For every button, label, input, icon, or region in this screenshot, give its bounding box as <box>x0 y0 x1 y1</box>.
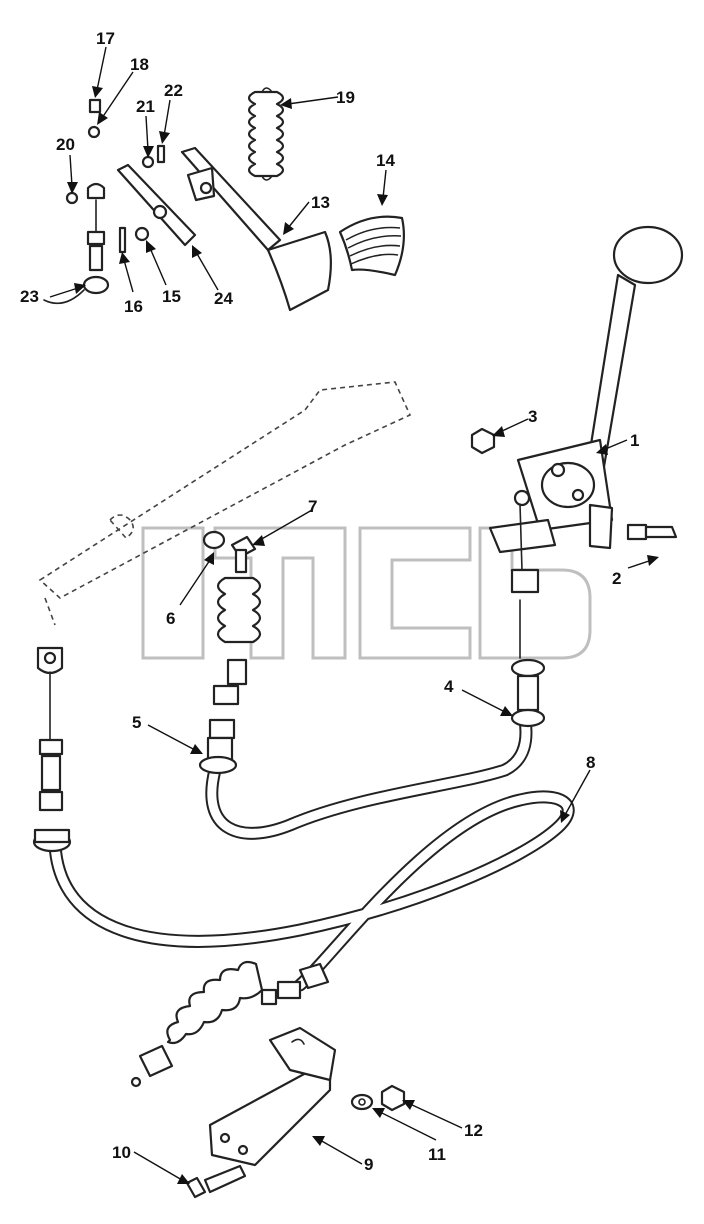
dashed-pedal-outline <box>38 381 412 626</box>
callout-13: 13 <box>311 193 330 212</box>
callout-18: 18 <box>130 55 149 74</box>
callout-10: 10 <box>112 1143 131 1162</box>
callout-17: 17 <box>96 29 115 48</box>
callout-14: 14 <box>376 151 395 170</box>
callout-8: 8 <box>586 753 595 772</box>
callout-1: 1 <box>630 431 639 450</box>
lower-spring-assembly <box>130 960 406 1199</box>
callout-21: 21 <box>136 97 155 116</box>
throttle-lever <box>470 225 684 594</box>
callout-23: 23 <box>20 287 39 306</box>
callout-3: 3 <box>528 407 537 426</box>
callout-leaders <box>49 46 659 1184</box>
cable-8 <box>48 790 575 992</box>
top-left-parts <box>43 98 197 305</box>
callout-12: 12 <box>464 1121 483 1140</box>
callout-22: 22 <box>164 81 183 100</box>
callout-11: 11 <box>428 1145 446 1164</box>
callout-24: 24 <box>214 289 233 308</box>
callout-2: 2 <box>612 569 621 588</box>
callout-9: 9 <box>364 1155 373 1174</box>
cable-upper <box>205 713 533 840</box>
callout-4: 4 <box>444 677 454 696</box>
callout-20: 20 <box>56 135 75 154</box>
callout-labels: 1 2 3 4 5 6 7 8 9 10 11 12 13 14 15 16 1… <box>20 29 639 1174</box>
callout-7: 7 <box>308 497 317 516</box>
callout-6: 6 <box>166 609 175 628</box>
callout-19: 19 <box>336 88 355 107</box>
callout-15: 15 <box>162 287 181 306</box>
left-cable-end <box>32 646 72 853</box>
right-cable-end <box>510 599 546 728</box>
middle-spring-assembly <box>198 530 262 775</box>
callout-5: 5 <box>132 713 141 732</box>
callout-16: 16 <box>124 297 143 316</box>
pedal-assembly <box>180 87 405 312</box>
